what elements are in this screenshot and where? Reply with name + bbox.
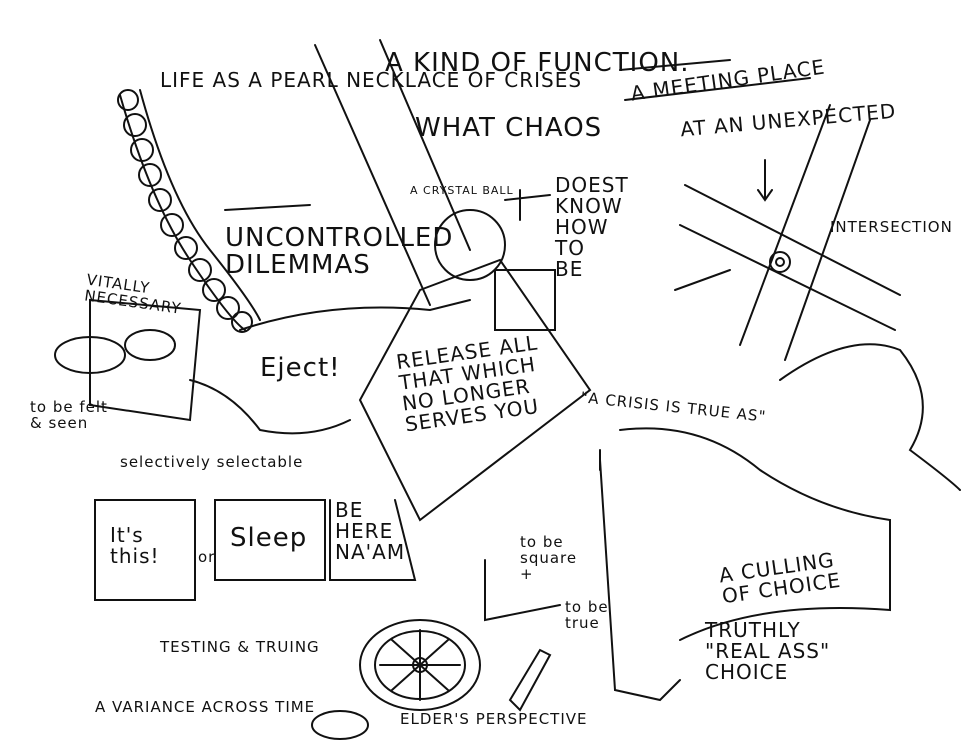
eye-drawing	[54, 336, 126, 374]
label-elders: Elder's perspective	[400, 710, 588, 728]
label-selectively: selectively selectable	[120, 453, 304, 471]
flag-drawing	[619, 427, 891, 641]
tape-drawing	[311, 710, 369, 740]
vitally-box	[89, 298, 202, 422]
underlines	[619, 59, 811, 101]
label-sleep: Sleep	[230, 523, 308, 553]
label-crystal-ball: A crystal ball	[410, 184, 514, 197]
intersection-drawing	[674, 104, 901, 361]
its-this-box	[94, 499, 196, 601]
eject-arrow-line	[239, 299, 471, 331]
wheel-drawing	[359, 619, 481, 711]
label-doest: Doest know how to be	[555, 173, 629, 281]
diagonal-line	[314, 44, 431, 306]
label-chaos: What chaos	[415, 113, 603, 143]
label-truthly: Truthly "real ass" choice	[705, 618, 831, 684]
pearl-necklace-drawing	[117, 89, 261, 333]
crystal-ball-drawing	[358, 189, 592, 522]
ruler-drawing	[508, 648, 552, 712]
leg-drawing	[599, 459, 681, 702]
label-its-this: It's this!	[110, 523, 160, 568]
label-testing: Testing & truing	[160, 638, 320, 656]
square-corner	[484, 559, 561, 622]
label-uncontrolled: Uncontrolled dilemmas	[225, 223, 454, 281]
label-or: or	[198, 548, 216, 566]
label-eject: Eject!	[260, 353, 341, 383]
label-true: to be true	[565, 598, 609, 632]
sleep-box	[214, 499, 326, 581]
label-function: A kind of function.	[385, 48, 690, 78]
label-square: to be square +	[520, 533, 578, 583]
label-be-here: Be here na'am	[335, 498, 406, 564]
label-pearl-necklace: Life as a pearl necklace of crises	[160, 68, 583, 92]
label-felt-seen: to be felt & seen	[30, 398, 108, 432]
label-variance: A variance across time	[95, 698, 316, 716]
label-intersection: Intersection	[830, 218, 953, 236]
